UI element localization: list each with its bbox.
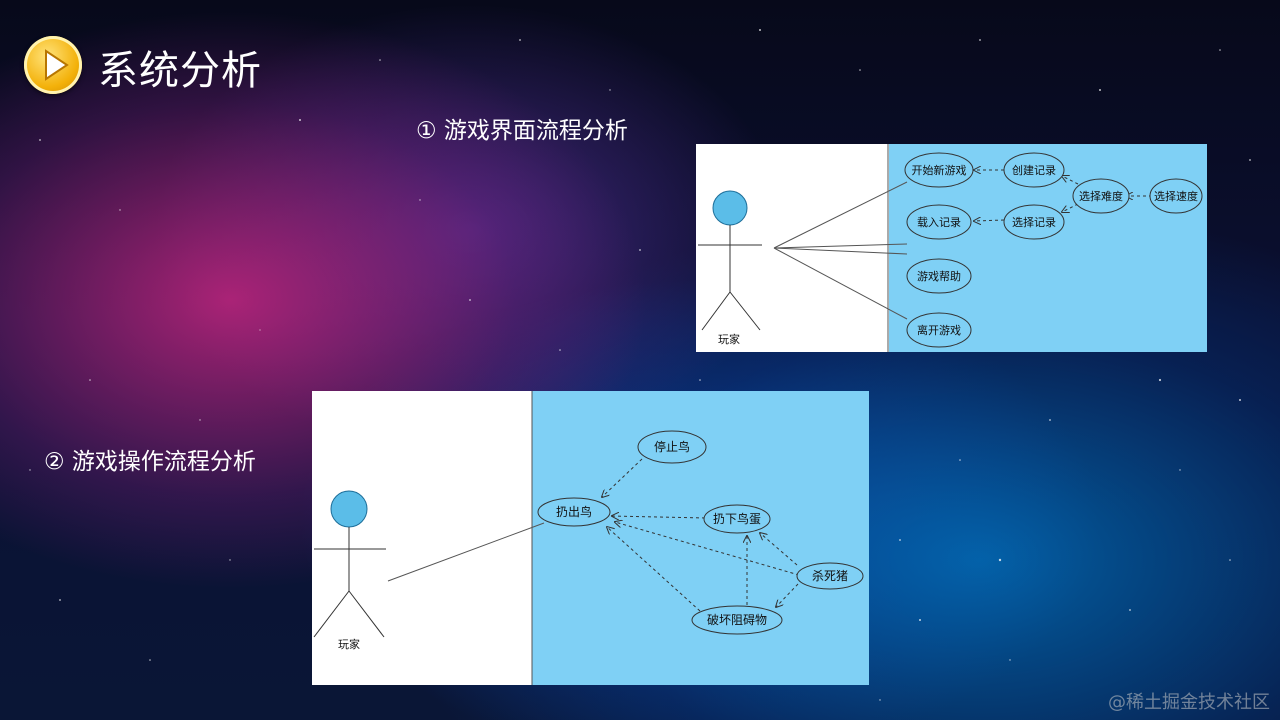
use-case-exit-game: 离开游戏 xyxy=(906,312,972,348)
section-2-label: ② 游戏操作流程分析 xyxy=(44,449,256,475)
svg-text:杀死猪: 杀死猪 xyxy=(812,568,848,583)
use-case-stop-bird: 停止鸟 xyxy=(637,430,707,464)
actor-label: 玩家 xyxy=(338,637,360,651)
section-1-label: ① 游戏界面流程分析 xyxy=(416,118,628,144)
svg-text:破坏阻碍物: 破坏阻碍物 xyxy=(707,612,767,627)
svg-text:扔出鸟: 扔出鸟 xyxy=(556,504,592,519)
svg-text:游戏帮助: 游戏帮助 xyxy=(917,269,961,283)
svg-text:扔下鸟蛋: 扔下鸟蛋 xyxy=(713,511,761,526)
svg-text:停止鸟: 停止鸟 xyxy=(654,439,690,454)
watermark: @稀土掘金技术社区 xyxy=(1108,692,1270,713)
svg-text:选择记录: 选择记录 xyxy=(1012,215,1056,229)
use-case-drop-egg: 扔下鸟蛋 xyxy=(703,504,771,534)
svg-text:开始新游戏: 开始新游戏 xyxy=(912,163,967,177)
use-case-diagram-interface: 玩家 开始新游戏 创建记录 选择难度 选择速度 载入记录 xyxy=(696,144,1207,352)
use-case-create-record: 创建记录 xyxy=(1003,152,1065,188)
actor-figure xyxy=(313,490,386,638)
svg-text:选择难度: 选择难度 xyxy=(1079,189,1123,203)
play-icon xyxy=(24,36,82,94)
svg-text:离开游戏: 离开游戏 xyxy=(917,323,961,337)
actor-figure xyxy=(698,190,762,331)
svg-text:载入记录: 载入记录 xyxy=(917,216,961,229)
use-case-game-help: 游戏帮助 xyxy=(906,258,972,294)
use-case-throw-bird: 扔出鸟 xyxy=(537,497,611,527)
use-case-select-speed: 选择速度 xyxy=(1149,178,1203,214)
use-case-kill-pig: 杀死猪 xyxy=(796,562,864,590)
svg-text:创建记录: 创建记录 xyxy=(1012,163,1056,177)
use-case-load-record: 载入记录 xyxy=(906,204,972,240)
use-case-select-difficulty: 选择难度 xyxy=(1072,178,1130,214)
svg-text:选择速度: 选择速度 xyxy=(1154,189,1198,203)
use-case-diagram-operation: 玩家 停止鸟 扔出鸟 扔下鸟蛋 杀死猪 破坏阻碍物 xyxy=(312,391,869,685)
use-case-destroy-obstacle: 破坏阻碍物 xyxy=(691,605,783,635)
use-case-select-record: 选择记录 xyxy=(1003,204,1065,240)
actor-label: 玩家 xyxy=(718,332,740,346)
page-title: 系统分析 xyxy=(98,48,262,94)
use-case-start-new-game: 开始新游戏 xyxy=(904,152,974,188)
